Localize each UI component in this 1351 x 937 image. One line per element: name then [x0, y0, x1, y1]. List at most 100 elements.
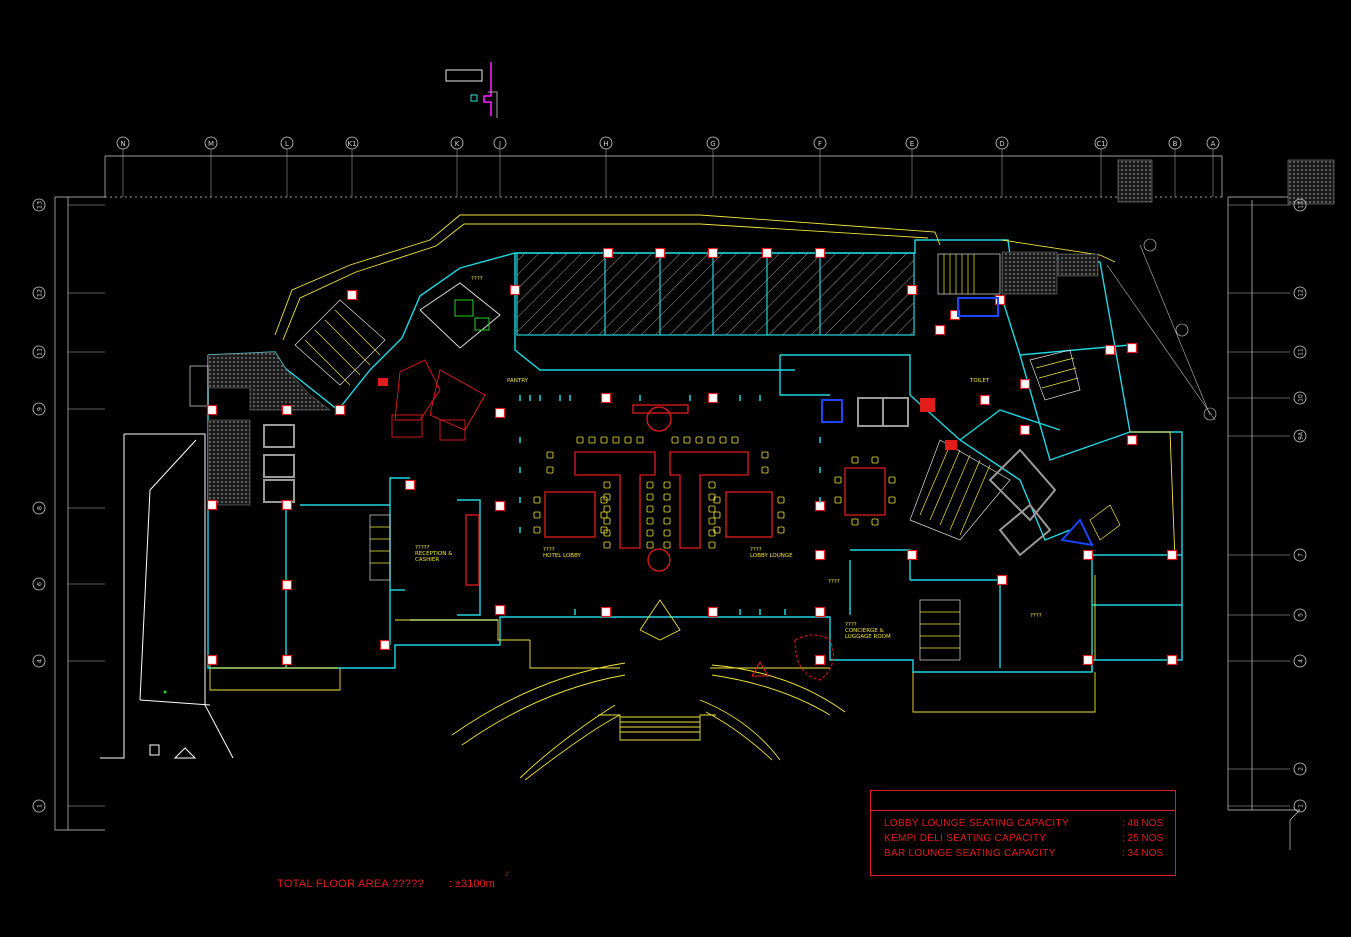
column [761, 247, 773, 259]
column [654, 247, 666, 259]
right-room-label: ???? [1030, 613, 1042, 619]
svg-text:11: 11 [1298, 348, 1305, 356]
top-detail [445, 62, 498, 118]
red-marker [751, 634, 834, 681]
column [494, 407, 506, 419]
chair [600, 436, 608, 444]
column [379, 639, 391, 651]
column [814, 549, 826, 561]
chair [713, 496, 721, 504]
chair [612, 436, 620, 444]
office-label: ???? [828, 579, 840, 585]
diagonal-grid [1106, 238, 1217, 421]
svg-text:E: E [910, 140, 914, 148]
chair [603, 481, 611, 489]
row-bubble-right-4: 4 [1293, 654, 1307, 668]
row-bubble-right-1: 1 [1293, 799, 1307, 813]
svg-text:12: 12 [1298, 289, 1305, 297]
svg-text:13: 13 [1298, 201, 1305, 209]
total-floor-area-label: TOTAL FLOOR AREA ????? [277, 878, 425, 890]
chair [603, 505, 611, 513]
svg-text:A: A [1211, 140, 1216, 148]
chair [683, 436, 691, 444]
svg-text:10: 10 [1298, 394, 1305, 402]
column [906, 549, 918, 561]
column [602, 247, 614, 259]
legend-value-deli: : 25 NOS [1122, 833, 1164, 844]
column [814, 654, 826, 666]
row-bubble-left-6: 6 [32, 577, 46, 591]
row-bubble-right-11: 11 [1293, 345, 1307, 359]
chair [646, 493, 654, 501]
column [707, 606, 719, 618]
svg-text:C1: C1 [1096, 140, 1105, 148]
column [1126, 434, 1138, 446]
chair [671, 436, 679, 444]
column [1019, 378, 1031, 390]
chair [663, 517, 671, 525]
chair [708, 481, 716, 489]
dimension-right [1227, 196, 1301, 850]
chair [600, 496, 608, 504]
toilet-label: TOILET [969, 378, 990, 384]
lobby-lounge-label: ????LOBBY LOUNGE [750, 547, 793, 559]
legend-row-lobby: LOBBY LOUNGE SEATING CAPACITY [884, 818, 1069, 829]
lift-core [419, 282, 501, 349]
svg-text:4: 4 [36, 659, 44, 663]
svg-text:12: 12 [36, 289, 44, 297]
column [1019, 424, 1031, 436]
chair [663, 505, 671, 513]
column [281, 654, 293, 666]
chair [603, 541, 611, 549]
column-bubble-f: F [813, 136, 827, 197]
lobby-furniture [465, 404, 886, 586]
chair [603, 517, 611, 525]
row-bubble-right-2: 2 [1293, 762, 1307, 776]
row-bubble-left-1: 1 [32, 799, 46, 813]
chair [761, 466, 769, 474]
total-floor-area-unit: 2 [505, 872, 509, 878]
column [600, 392, 612, 404]
column [281, 499, 293, 511]
svg-text:G: G [710, 140, 715, 148]
svg-text:13: 13 [36, 201, 44, 209]
column [707, 392, 719, 404]
column [1082, 549, 1094, 561]
column-bubble-e: E [905, 136, 919, 197]
column [509, 284, 521, 296]
grid-lines [68, 204, 1290, 807]
column [281, 579, 293, 591]
chair [546, 466, 554, 474]
svg-text:5: 5 [1298, 613, 1305, 617]
column [1166, 654, 1178, 666]
row-bubble-right-7: 7 [1293, 548, 1307, 562]
chair [777, 526, 785, 534]
chair [646, 481, 654, 489]
chair [624, 436, 632, 444]
left-wing-hatch [189, 251, 1099, 506]
chair [834, 496, 842, 504]
chair [777, 496, 785, 504]
row-bubble-left-11: 11 [32, 345, 46, 359]
chair [546, 451, 554, 459]
corner-block-2 [1287, 159, 1335, 205]
chair [777, 511, 785, 519]
column [994, 294, 1006, 306]
chair [646, 517, 654, 525]
hotel-lobby-label: ????HOTEL LOBBY [543, 547, 582, 559]
chair [533, 526, 541, 534]
row-bubble-left-4: 4 [32, 654, 46, 668]
chair [851, 518, 859, 526]
row-bubble-left-9: 9 [32, 402, 46, 416]
column [996, 574, 1008, 586]
cyan-dashes [519, 395, 821, 615]
chair [851, 456, 859, 464]
driveway-ramp [100, 433, 234, 759]
chair [713, 511, 721, 519]
column-bubble-k: K [450, 136, 464, 197]
svg-text:1: 1 [36, 804, 44, 808]
